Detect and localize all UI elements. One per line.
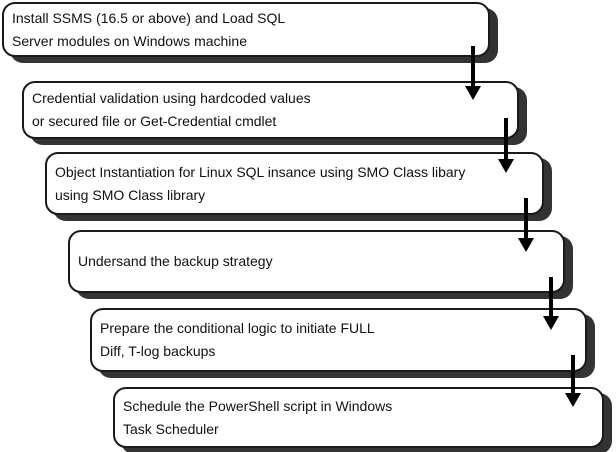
flow-step-1: Install SSMS (16.5 or above) and Load SQ… [2,2,490,57]
arrow-connector-step3-step4 [518,198,534,252]
flow-step-3-line-2: using SMO Class library [55,186,206,203]
arrow-down-icon [465,86,481,100]
flow-step-5-line-1: Prepare the conditional logic to initiat… [100,320,375,336]
arrow-line [471,46,475,86]
flow-step-3-line-1: Object Instantiation for Linux SQL insan… [55,163,466,180]
flow-step-1-line-1: Install SSMS (16.5 or above) and Load SQ… [12,9,286,26]
arrow-connector-step2-step3 [498,118,514,173]
flow-step-4: Undersand the backup strategy [68,230,565,293]
arrow-connector-step4-step5 [543,277,559,330]
arrow-connector-step5-step6 [565,355,581,407]
flow-step-2: Credential validation using hardcoded va… [22,81,519,139]
arrow-connector-step1-step2 [465,46,481,100]
flow-step-6: Schedule the PowerShell script in Window… [113,387,604,448]
flow-step-6-line-1: Schedule the PowerShell script in Window… [123,397,393,414]
flow-step-1-line-2: Server modules on Windows machine [12,32,247,49]
arrow-line [549,277,553,316]
flow-step-5: Prepare the conditional logic to initiat… [90,308,587,372]
arrow-down-icon [498,159,514,173]
arrow-down-icon [518,238,534,252]
flow-step-6-line-2: Task Scheduler [123,420,219,437]
arrow-line [524,198,528,238]
arrow-line [504,118,508,159]
flow-step-2-line-1: Credential validation using hardcoded va… [32,90,311,106]
flow-step-5-line-2: Diff, T-log backups [100,343,216,359]
flow-step-2-line-2: or secured file or Get-Credential cmdlet [32,113,277,129]
arrow-line [571,355,575,393]
arrow-down-icon [543,316,559,330]
arrow-down-icon [565,393,581,407]
flow-step-4-line-1: Undersand the backup strategy [78,253,273,269]
flow-step-3: Object Instantiation for Linux SQL insan… [45,152,544,215]
